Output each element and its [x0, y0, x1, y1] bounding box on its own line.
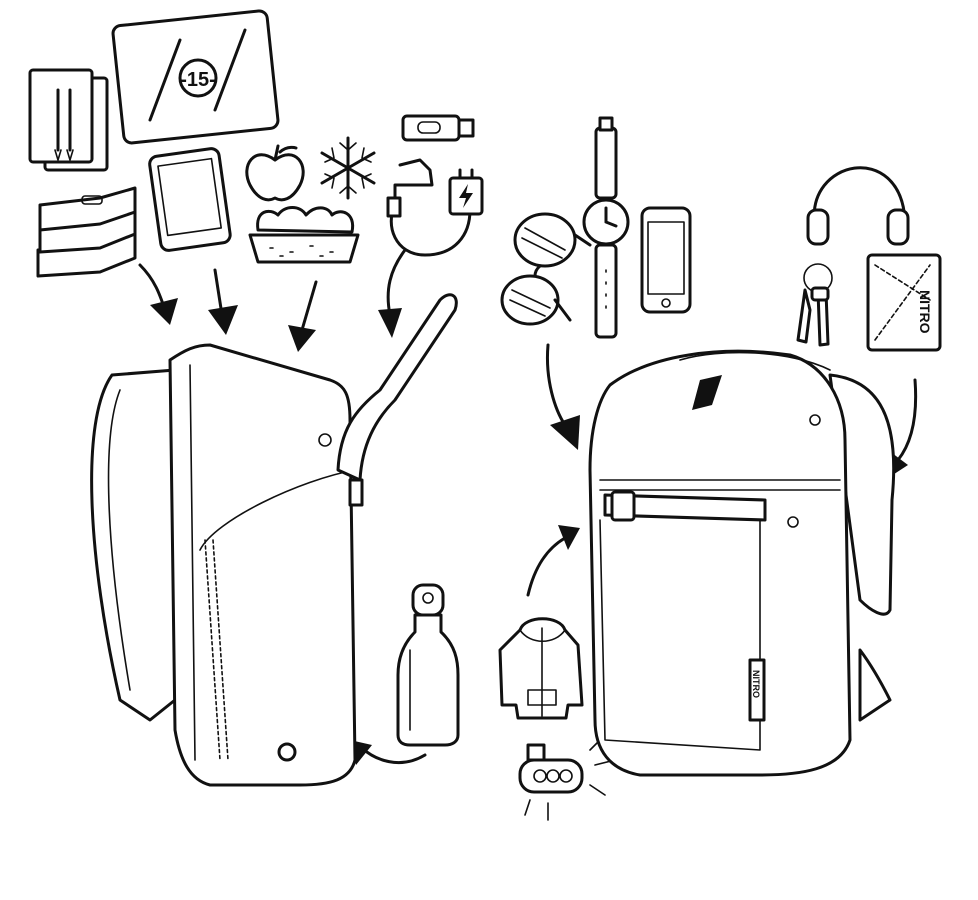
backpack-open-illustration: [90, 293, 458, 787]
wallet-icon: NITRO: [866, 253, 942, 352]
water-bottle-icon: [396, 583, 460, 747]
arrows-left: [138, 248, 427, 765]
arrow-head-icon: [378, 308, 402, 338]
arrow-head-icon: [288, 325, 316, 352]
laptop-icon: -15-: [111, 9, 280, 145]
usb-stick-icon: [401, 114, 475, 142]
laptop-label: -15-: [180, 69, 216, 91]
jacket-icon: [498, 617, 584, 720]
brand-logo-icon: [692, 375, 722, 410]
headphones-icon: [806, 166, 910, 246]
apple-icon: [245, 144, 305, 202]
arrow-head-icon: [550, 415, 580, 450]
wallet-logo: NITRO: [917, 290, 933, 334]
smartphone-icon: [640, 206, 692, 314]
backpack-closed-illustration: NITRO: [588, 349, 896, 777]
backpack-tag-logo: NITRO: [751, 670, 761, 698]
wristwatch-icon: [582, 116, 630, 339]
tablet-icon: [148, 147, 232, 252]
keys-icon: [796, 263, 833, 347]
charger-cable-icon: [386, 158, 484, 257]
arrow-head-icon: [558, 525, 580, 550]
notebook-pens-icon: [28, 68, 109, 172]
sandwich-icon: [248, 206, 360, 264]
snowflake-icon: [320, 136, 376, 200]
arrow-head-icon: [208, 305, 238, 335]
arrow-head-icon: [150, 298, 178, 325]
books-icon: [36, 186, 137, 278]
sunglasses-icon: [500, 212, 592, 326]
